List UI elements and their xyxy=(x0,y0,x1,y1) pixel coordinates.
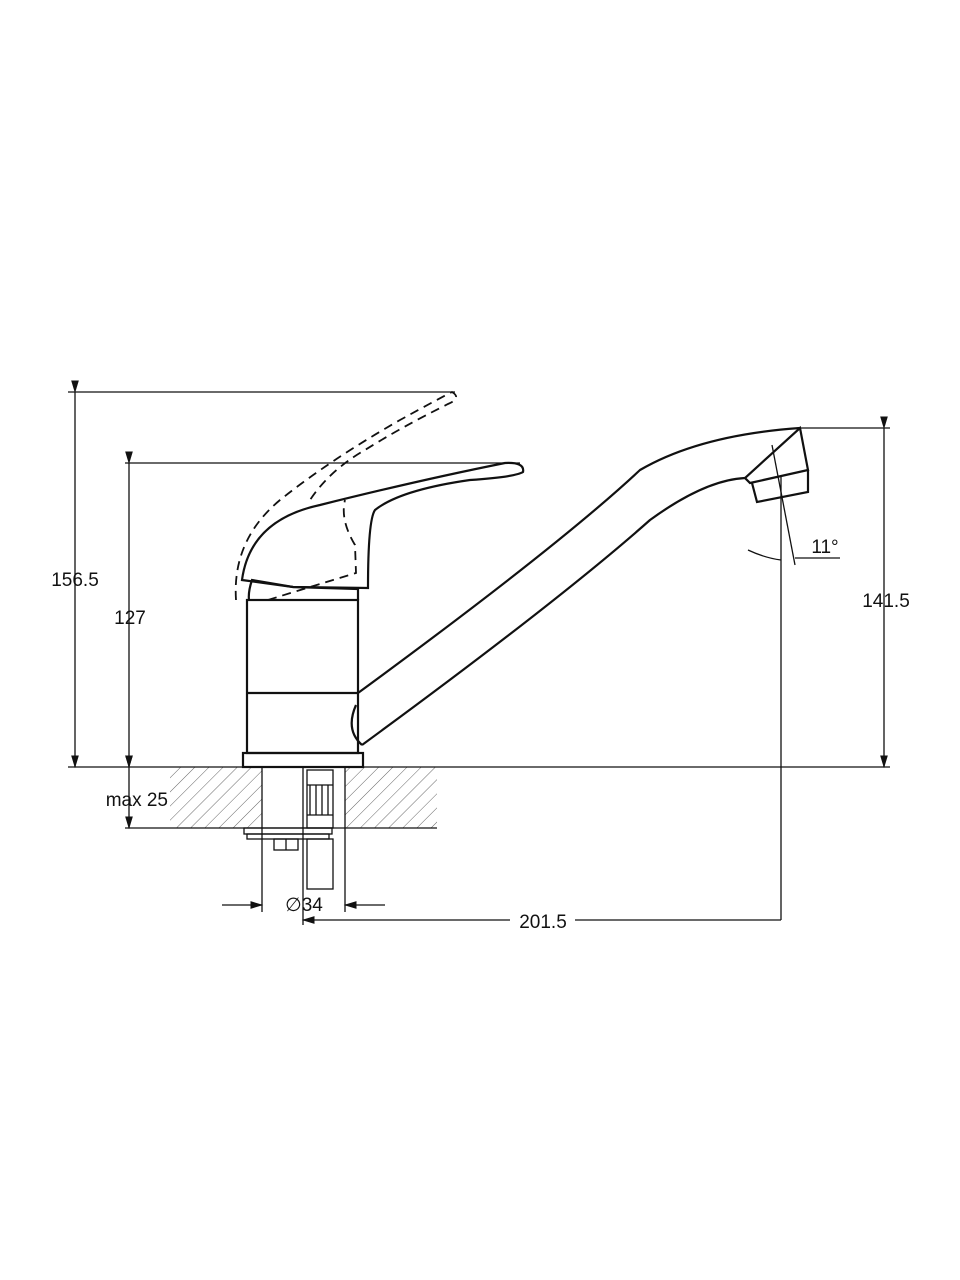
lever-handle xyxy=(240,461,525,590)
spout xyxy=(350,425,810,920)
faucet-body xyxy=(241,578,365,769)
dim-max-thickness: max 25 xyxy=(106,790,168,811)
dim-spout-angle: 11° xyxy=(811,537,838,558)
dimension-lines xyxy=(68,380,890,924)
dim-total-height: 156.5 xyxy=(51,570,99,591)
dim-hole-diameter: ∅34 xyxy=(285,895,323,916)
dim-spout-height: 141.5 xyxy=(862,591,910,612)
countertop xyxy=(68,766,890,912)
dim-lever-height: 127 xyxy=(114,608,146,629)
dim-spout-reach: 201.5 xyxy=(519,912,567,933)
mounting-hardware xyxy=(243,767,334,925)
lever-raised-position xyxy=(234,390,458,601)
